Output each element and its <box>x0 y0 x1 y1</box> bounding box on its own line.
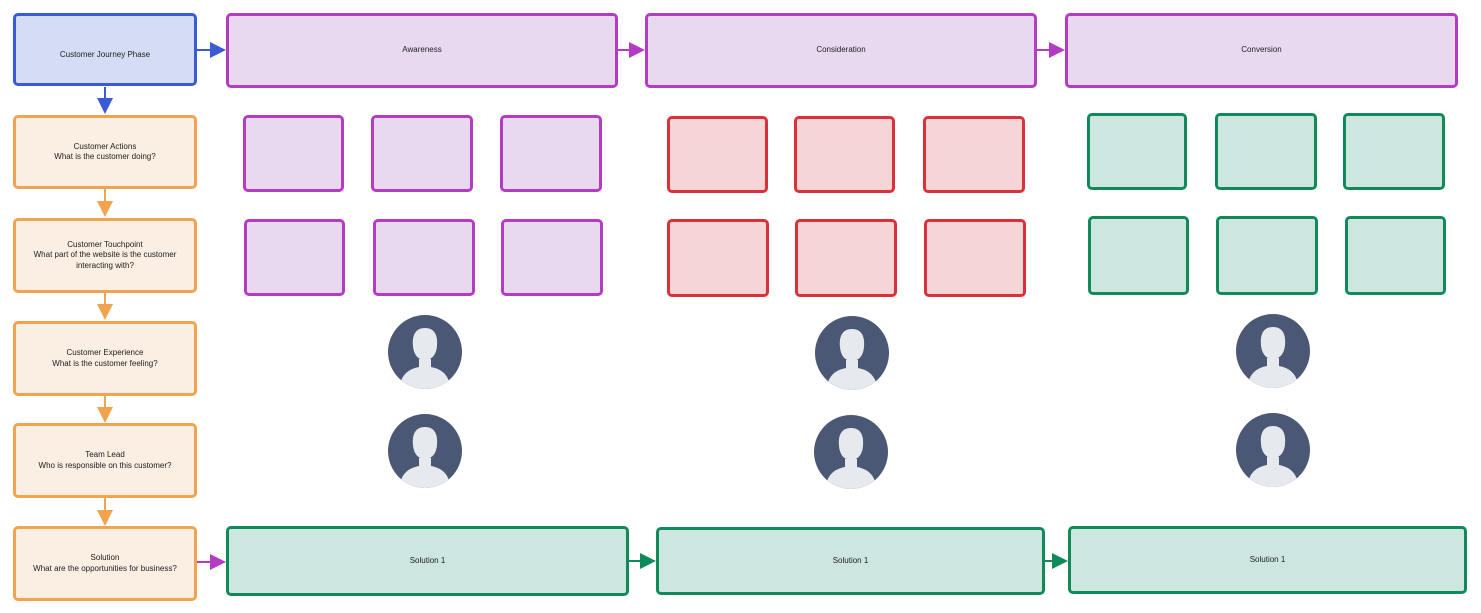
action-card[interactable] <box>500 115 602 192</box>
action-card[interactable] <box>667 116 768 193</box>
row-title: Customer Actions <box>73 141 137 151</box>
touchpoint-card[interactable] <box>244 219 345 296</box>
touchpoint-card[interactable] <box>373 219 475 296</box>
solution-label: Solution 1 <box>409 555 446 565</box>
phase-label: Conversion <box>1241 45 1282 55</box>
avatar-icon[interactable] <box>1236 314 1310 388</box>
touchpoint-card[interactable] <box>667 219 769 297</box>
row-title: Customer Experience <box>66 348 144 358</box>
phase-conversion[interactable]: Conversion <box>1065 13 1458 88</box>
solution-box-3[interactable]: Solution 1 <box>1068 526 1467 594</box>
row-header-journey-phase[interactable]: Customer Journey Phase <box>13 13 197 86</box>
action-card[interactable] <box>794 116 895 193</box>
action-card[interactable] <box>1087 113 1187 190</box>
touchpoint-card[interactable] <box>1345 216 1446 295</box>
row-subtitle: What is the customer doing? <box>54 152 156 161</box>
touchpoint-card[interactable] <box>501 219 603 296</box>
action-card[interactable] <box>243 115 344 192</box>
touchpoint-card[interactable] <box>924 219 1026 297</box>
phase-label: Consideration <box>816 45 866 55</box>
phase-awareness[interactable]: Awareness <box>226 13 618 88</box>
action-card[interactable] <box>371 115 473 192</box>
row-subtitle: What are the opportunities for business? <box>33 563 177 573</box>
row-title: Customer Touchpoint <box>67 239 143 249</box>
solution-box-2[interactable]: Solution 1 <box>656 527 1045 595</box>
avatar-icon[interactable] <box>815 316 889 390</box>
row-title: Solution <box>90 553 120 563</box>
touchpoint-card[interactable] <box>795 219 897 297</box>
row-subtitle: Who is responsible on this customer? <box>38 460 172 470</box>
touchpoint-card[interactable] <box>1216 216 1318 295</box>
action-card[interactable] <box>1215 113 1317 190</box>
solution-label: Solution 1 <box>1249 554 1286 564</box>
solution-label: Solution 1 <box>832 555 869 565</box>
phase-consideration[interactable]: Consideration <box>645 13 1037 88</box>
action-card[interactable] <box>923 116 1025 193</box>
touchpoint-card[interactable] <box>1088 216 1189 295</box>
avatar-icon[interactable] <box>388 315 462 389</box>
row-title: Team Lead <box>85 450 125 460</box>
row-title: Customer Journey Phase <box>59 49 151 59</box>
phase-label: Awareness <box>402 45 442 55</box>
solution-box-1[interactable]: Solution 1 <box>226 526 629 596</box>
avatar-icon[interactable] <box>814 415 888 489</box>
row-subtitle: What part of the website is the customer… <box>33 250 177 270</box>
avatar-icon[interactable] <box>1236 413 1310 487</box>
row-subtitle: What is the customer feeling? <box>52 358 158 368</box>
avatar-icon[interactable] <box>388 414 462 488</box>
action-card[interactable] <box>1343 113 1445 190</box>
